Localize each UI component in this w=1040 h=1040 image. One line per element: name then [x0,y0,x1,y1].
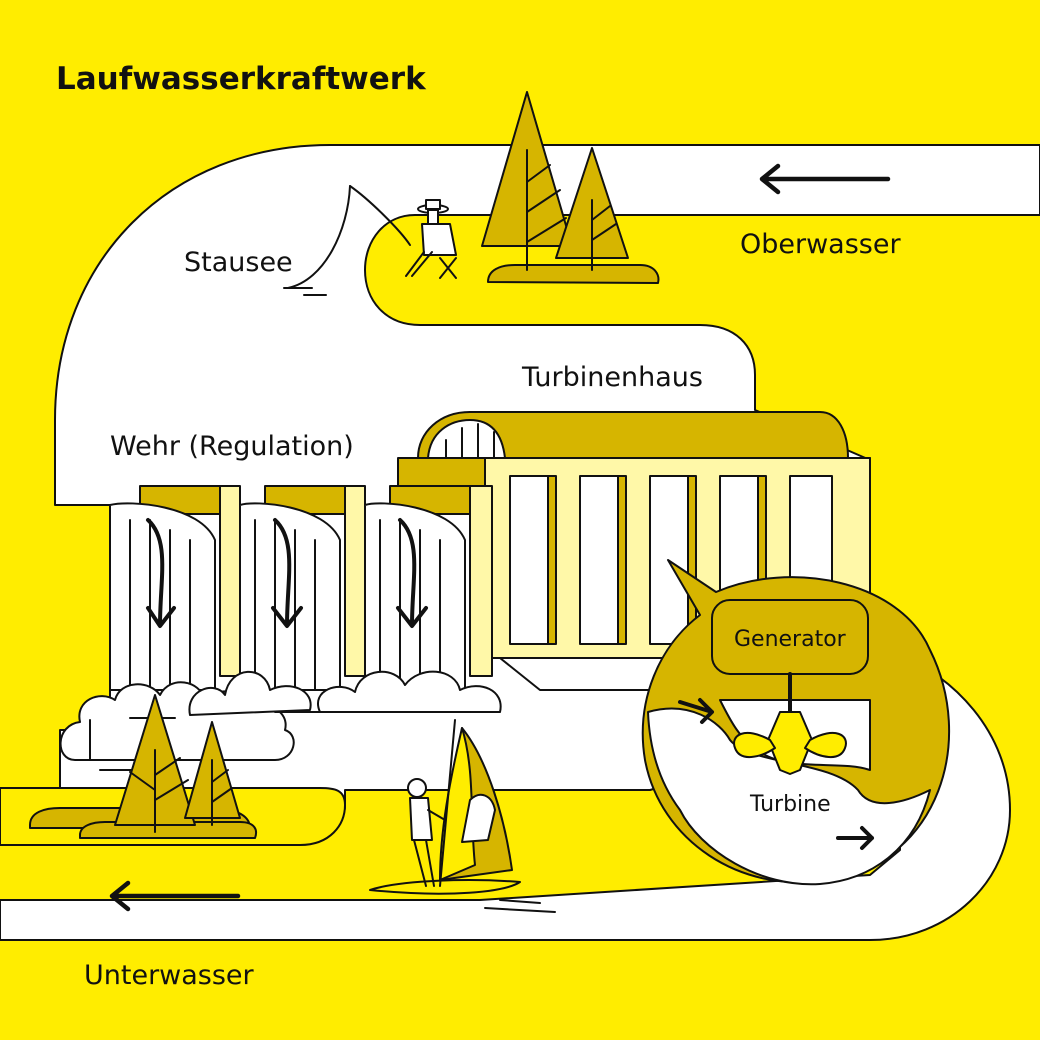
turbinenhaus-roof [417,411,849,459]
tree-small-top [555,147,629,271]
fisherman-figure [283,185,457,296]
label-turbine: Turbine [750,792,831,817]
label-turbinenhaus: Turbinenhaus [522,362,703,393]
island-shadow [487,264,660,284]
label-oberwasser: Oberwasser [740,229,901,260]
label-generator: Generator [734,627,846,652]
weir-arrows [146,518,428,628]
water-flow-arrows [109,163,891,912]
tree-large-top [481,91,573,271]
label-stausee: Stausee [184,247,293,278]
oberwasser-arrow-icon [759,163,891,195]
bubble-arrows [678,698,874,850]
weir-gate-2 [239,485,366,691]
label-unterwasser: Unterwasser [84,960,254,991]
tree-large-bottom [114,694,196,833]
label-wehr: Wehr (Regulation) [110,431,354,462]
weir-gate-3 [364,485,493,691]
foam-clouds [59,670,502,761]
unterwasser-arrow-icon [109,880,241,912]
turbine-detail-bubble [641,559,950,886]
windsurfer-figure [369,719,556,913]
tree-small-bottom [184,721,241,826]
weir-gate-1 [109,485,241,691]
diagram-title: Laufwasserkraftwerk [56,61,426,97]
